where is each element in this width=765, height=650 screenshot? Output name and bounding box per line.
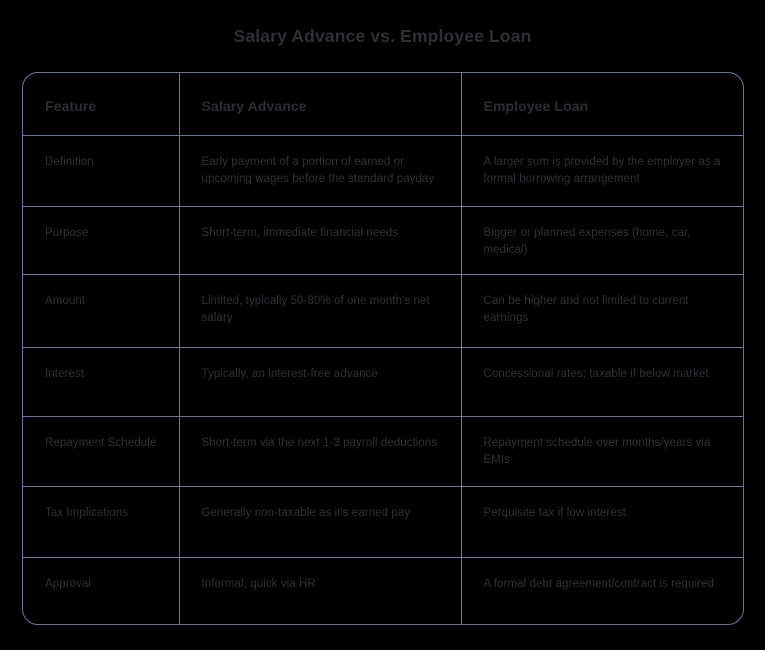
- table-row: Approval Informal, quick via HR A formal…: [23, 557, 743, 624]
- column-header-employee-loan-label: Employee Loan: [483, 98, 589, 114]
- cell-salary-advance: Short-term via the next 1-3 payroll dedu…: [179, 416, 462, 487]
- comparison-table-container: Feature Salary Advance Employee Loan: [22, 72, 744, 625]
- table-row: Purpose Short-term, immediate financial …: [23, 206, 743, 275]
- cell-feature: Definition: [23, 135, 180, 207]
- cell-employee-loan-text: Concessional rates; taxable if below mar…: [483, 367, 709, 380]
- cell-salary-advance-text: Short-term, immediate financial needs: [201, 226, 399, 239]
- cell-employee-loan: Bigger or planned expenses (home, car, m…: [461, 206, 743, 275]
- cell-feature-text: Interest: [45, 367, 84, 380]
- cell-employee-loan-text: Perquisite tax if low interest: [483, 506, 626, 519]
- table-row: Amount Limited, typically 50-80% of one …: [23, 274, 743, 348]
- cell-employee-loan: A formal debt agreement/contract is requ…: [461, 557, 743, 624]
- cell-feature-text: Repayment Schedule: [45, 436, 157, 449]
- cell-salary-advance-text: Short-term via the next 1-3 payroll dedu…: [201, 436, 438, 449]
- cell-salary-advance: Generally non-taxable as it's earned pay: [179, 486, 462, 558]
- table-header-row: Feature Salary Advance Employee Loan: [23, 73, 743, 136]
- cell-feature-text: Tax Implications: [45, 506, 129, 519]
- cell-feature: Purpose: [23, 206, 180, 275]
- cell-feature-text: Approval: [45, 577, 92, 590]
- cell-employee-loan-text: Repayment schedule over months/years via…: [483, 436, 711, 466]
- cell-feature: Amount: [23, 274, 180, 348]
- cell-feature: Repayment Schedule: [23, 416, 180, 487]
- cell-feature: Interest: [23, 347, 180, 417]
- cell-employee-loan: Perquisite tax if low interest: [461, 486, 743, 558]
- cell-salary-advance-text: Informal, quick via HR: [201, 577, 316, 590]
- column-header-salary-advance-label: Salary Advance: [201, 98, 307, 114]
- column-header-feature-label: Feature: [45, 98, 97, 114]
- page-title: Salary Advance vs. Employee Loan: [233, 26, 532, 46]
- cell-feature-text: Definition: [45, 155, 94, 168]
- column-header-employee-loan: Employee Loan: [461, 73, 743, 136]
- cell-salary-advance-text: Early payment of a portion of earned or …: [201, 155, 435, 185]
- cell-feature-text: Purpose: [45, 226, 89, 239]
- table-row: Interest Typically, an interest-free adv…: [23, 347, 743, 417]
- table-header: Feature Salary Advance Employee Loan: [23, 73, 743, 136]
- cell-salary-advance-text: Generally non-taxable as it's earned pay: [201, 506, 411, 519]
- cell-employee-loan-text: Bigger or planned expenses (home, car, m…: [483, 226, 691, 256]
- cell-salary-advance: Limited, typically 50-80% of one month's…: [179, 274, 462, 348]
- cell-feature: Approval: [23, 557, 180, 624]
- cell-feature-text: Amount: [45, 294, 86, 307]
- cell-feature: Tax Implications: [23, 486, 180, 558]
- cell-employee-loan: Concessional rates; taxable if below mar…: [461, 347, 743, 417]
- table-row: Repayment Schedule Short-term via the ne…: [23, 416, 743, 487]
- cell-salary-advance: Short-term, immediate financial needs: [179, 206, 462, 275]
- cell-employee-loan: Can be higher and not limited to current…: [461, 274, 743, 348]
- column-header-salary-advance: Salary Advance: [179, 73, 462, 136]
- table-row: Definition Early payment of a portion of…: [23, 135, 743, 207]
- table-row: Tax Implications Generally non-taxable a…: [23, 486, 743, 558]
- cell-employee-loan-text: Can be higher and not limited to current…: [483, 294, 689, 324]
- comparison-table: Feature Salary Advance Employee Loan: [23, 73, 743, 624]
- cell-employee-loan-text: A larger sum is provided by the employer…: [483, 155, 721, 185]
- column-header-feature: Feature: [23, 73, 180, 136]
- cell-employee-loan: A larger sum is provided by the employer…: [461, 135, 743, 207]
- cell-employee-loan-text: A formal debt agreement/contract is requ…: [483, 577, 714, 590]
- cell-salary-advance-text: Limited, typically 50-80% of one month's…: [201, 294, 430, 324]
- cell-salary-advance-text: Typically, an interest-free advance: [201, 367, 378, 380]
- table-body: Definition Early payment of a portion of…: [23, 135, 743, 624]
- cell-salary-advance: Typically, an interest-free advance: [179, 347, 462, 417]
- cell-employee-loan: Repayment schedule over months/years via…: [461, 416, 743, 487]
- cell-salary-advance: Informal, quick via HR: [179, 557, 462, 624]
- cell-salary-advance: Early payment of a portion of earned or …: [179, 135, 462, 207]
